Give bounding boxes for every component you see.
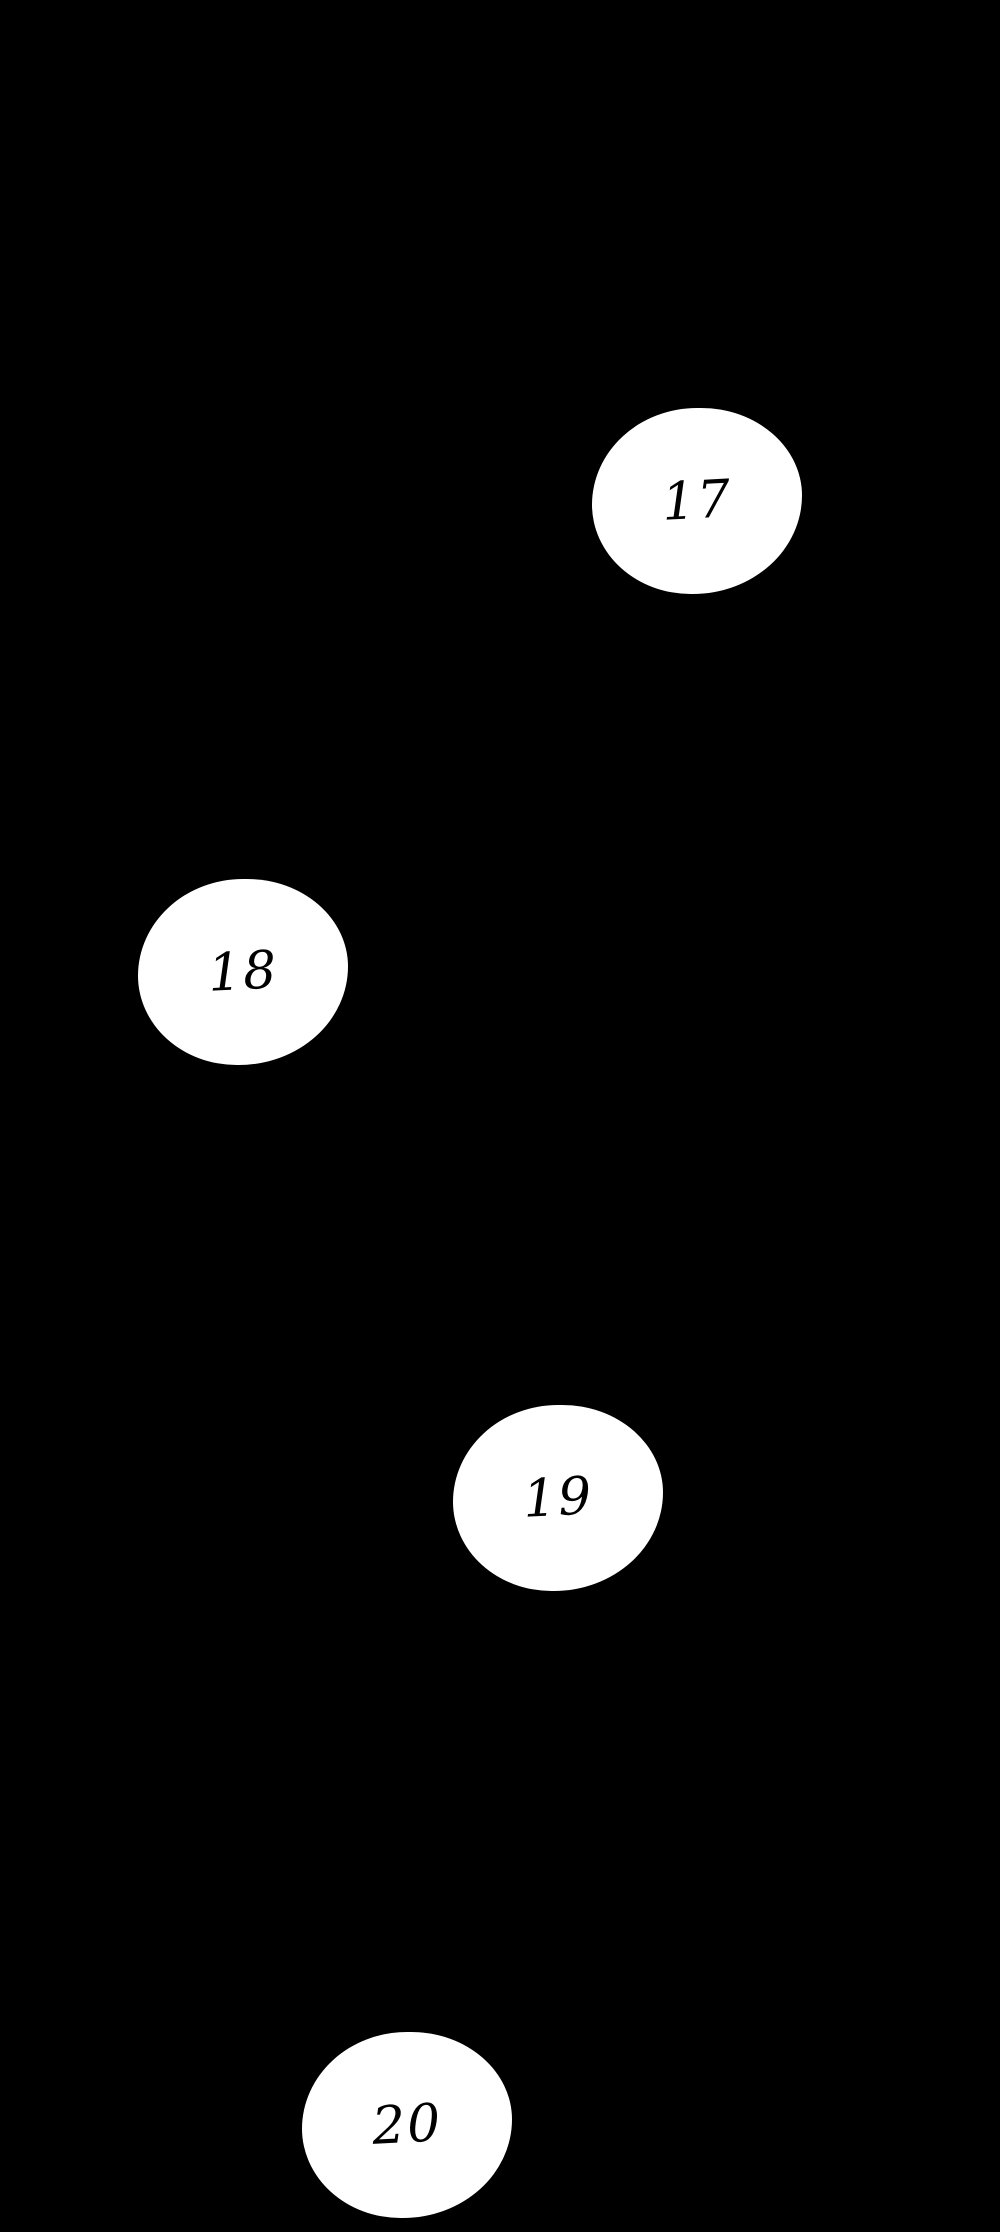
number-badge-19: 19 xyxy=(453,1405,663,1591)
badge-label: 18 xyxy=(206,940,280,1004)
badge-label: 19 xyxy=(521,1466,595,1530)
number-badge-17: 17 xyxy=(592,408,802,594)
number-badge-18: 18 xyxy=(138,879,348,1065)
badge-label: 17 xyxy=(660,469,734,533)
badge-label: 20 xyxy=(370,2093,444,2157)
number-badge-20: 20 xyxy=(302,2032,512,2218)
